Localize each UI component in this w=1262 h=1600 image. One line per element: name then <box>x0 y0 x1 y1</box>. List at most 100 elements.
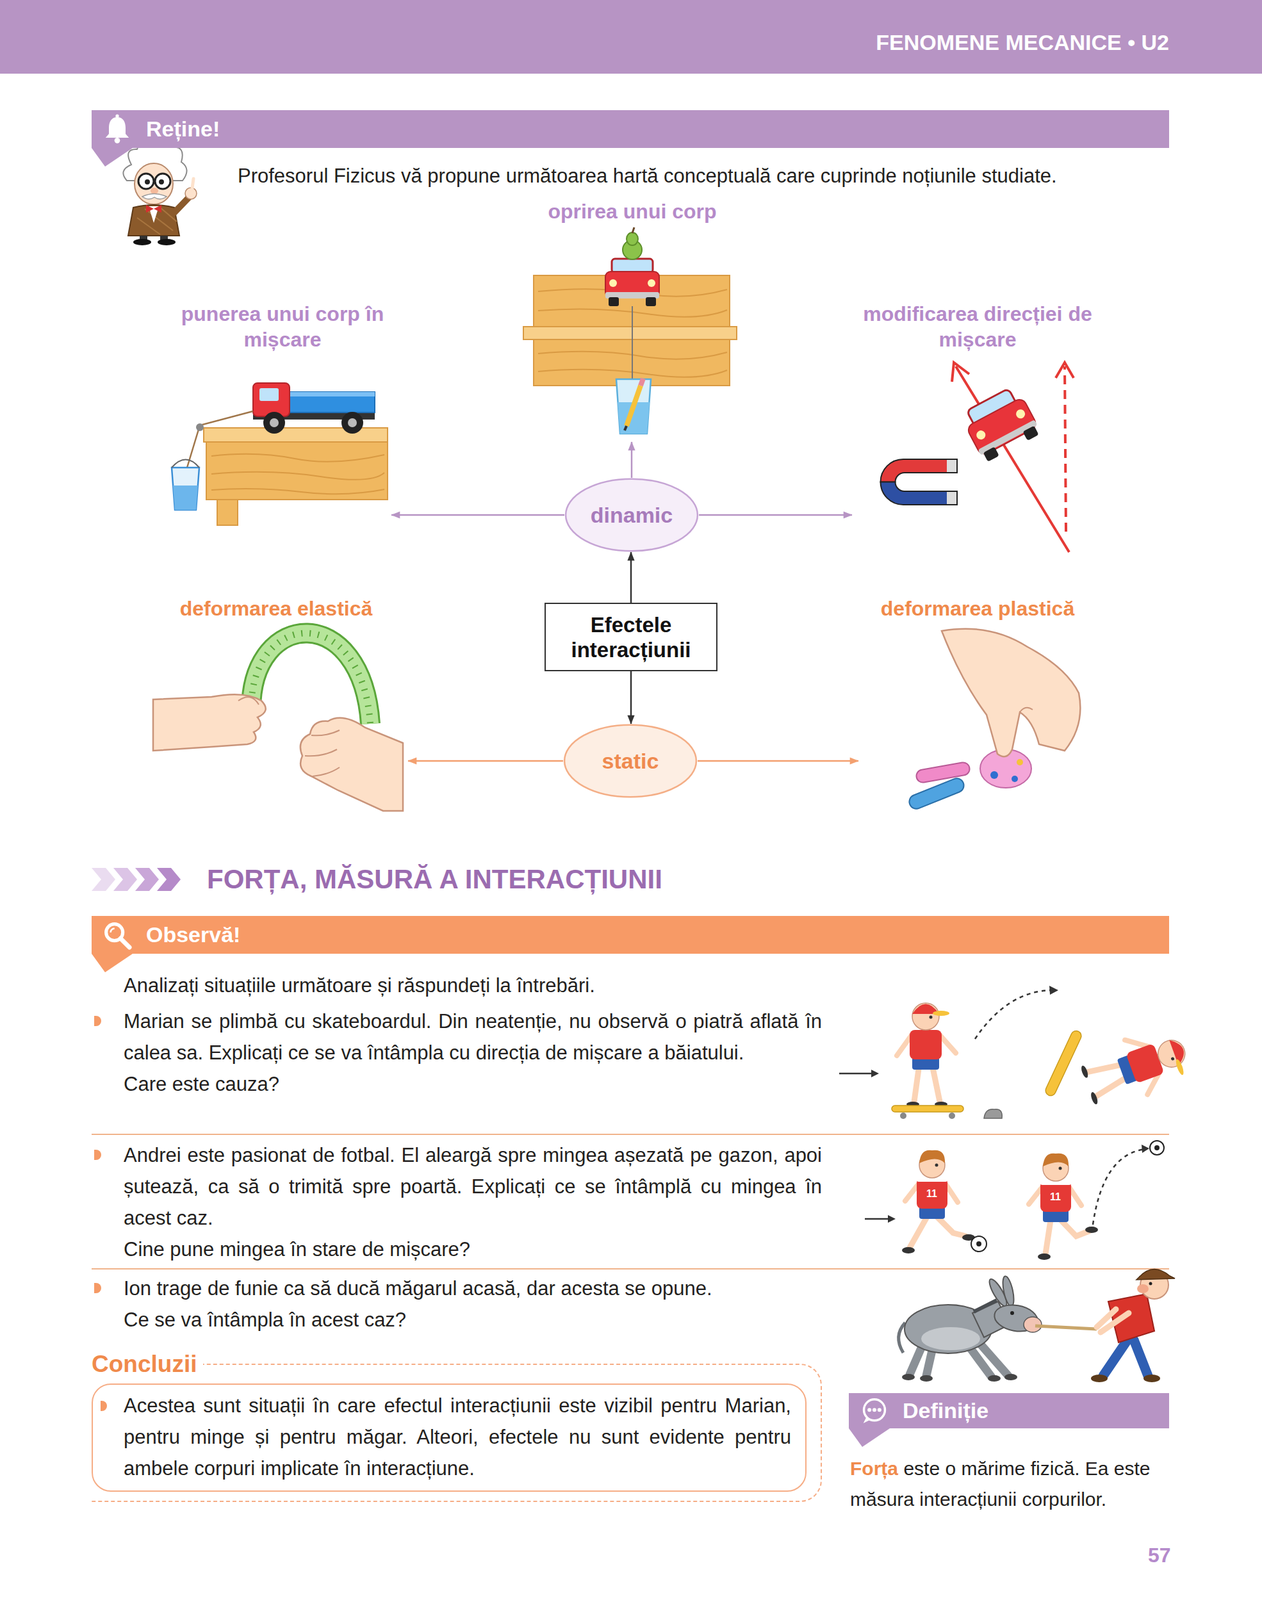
effect-caption: oprirea unui corp <box>512 198 753 225</box>
professor-figure <box>133 238 152 246</box>
ruler-hands <box>153 694 266 751</box>
professor-figure <box>192 178 194 189</box>
category-label: static <box>602 748 660 774</box>
effect-caption: modificarea direcției de mișcare <box>852 301 1104 353</box>
football-scene <box>864 1140 1164 1261</box>
text-group: Forțaeste o mărime fizică. Ea este măsur… <box>850 1453 1197 1516</box>
question-text: Care este cauza? <box>123 1068 822 1100</box>
situation-text: Ion trage de funie ca să ducă măgarul ac… <box>123 1272 822 1305</box>
football-scene <box>1149 1140 1164 1156</box>
category-ellipse: static <box>563 723 698 799</box>
hand-clay-chalk <box>1011 775 1018 783</box>
category-label: dinamic <box>590 502 673 528</box>
table-car-glass <box>647 279 656 287</box>
band-notches <box>848 1428 890 1448</box>
donkey-scene <box>921 1327 981 1351</box>
farmer-rope <box>1136 1269 1175 1280</box>
skateboard-scene <box>1044 1029 1084 1098</box>
table-truck-bucket <box>211 454 385 494</box>
magnet-car-paths <box>880 482 958 506</box>
farmer-rope <box>1035 1269 1175 1383</box>
band-notches <box>91 147 133 167</box>
professor-figure <box>144 179 150 185</box>
donkey-scene <box>987 1375 1001 1382</box>
football-scene <box>1154 1145 1160 1151</box>
connector-arrow <box>391 514 565 517</box>
ruler-hands <box>238 696 259 705</box>
jersey-number: 11 <box>926 1188 938 1200</box>
section-heading: FORȚA, MĂSURĂ A INTERACȚIUNII <box>206 863 1104 896</box>
situation-text: Marian se plimbă cu skateboardul. Din ne… <box>123 1005 822 1069</box>
magnet-car-paths <box>1022 426 1039 442</box>
band-icon <box>857 1394 892 1428</box>
concept-section-decor <box>113 868 138 892</box>
farmer-rope <box>1103 1340 1128 1377</box>
farmer-rope <box>1090 1374 1108 1383</box>
question-text: Cine pune mingea în stare de mișcare? <box>123 1233 822 1266</box>
concept-section-decor <box>91 868 116 892</box>
band-icon <box>106 923 130 947</box>
band-icon <box>100 112 134 147</box>
band-title: Observă! <box>146 921 241 949</box>
table-car-glass <box>632 227 635 234</box>
magnet-car-paths <box>880 362 1075 553</box>
ruler-hands <box>153 632 403 812</box>
football-scene <box>976 1241 982 1247</box>
magnet-car-paths <box>946 459 957 473</box>
skateboard-scene <box>983 1109 1002 1119</box>
band-notches <box>91 147 890 1448</box>
professor-figure <box>138 173 154 189</box>
connector-arrow <box>697 760 859 763</box>
table-car-glass <box>611 258 653 273</box>
professor-figure <box>155 173 171 189</box>
hand-clay-chalk <box>907 776 967 812</box>
football-scene <box>1141 1144 1150 1154</box>
table-car-glass <box>626 385 641 427</box>
skateboard-scene <box>839 985 1195 1120</box>
table-truck-bucket <box>217 499 238 526</box>
band-icon <box>105 114 129 143</box>
football-scene <box>937 1217 967 1237</box>
unit-title: FENOMENE MECANICE • U2 <box>875 29 1170 56</box>
table-truck-bucket <box>196 423 204 432</box>
observe-band: Observă! <box>91 916 1170 954</box>
donkey-scene <box>1004 1374 1018 1381</box>
situation-text: Andrei este pasionat de fotbal. El alear… <box>123 1139 822 1234</box>
connector-arrow <box>630 552 633 603</box>
football-scene <box>971 1236 987 1252</box>
football-scene <box>887 1215 896 1223</box>
table-truck-bucket <box>187 411 254 468</box>
table-truck-bucket <box>259 388 279 402</box>
bullets-and-dividers <box>94 1149 102 1161</box>
table-truck-bucket <box>171 459 200 469</box>
skateboard-scene <box>839 1073 876 1075</box>
band-icon <box>100 918 134 952</box>
table-truck-bucket <box>263 411 286 434</box>
category-ellipse: dinamic <box>564 477 699 553</box>
central-box: Efectele interacțiunii <box>544 602 718 672</box>
magnet-car-paths <box>951 362 970 382</box>
effect-illustration: punerea unui corp în mișcare <box>173 297 392 532</box>
concept-section-decor <box>91 868 181 892</box>
skateboard-scene <box>948 1112 956 1120</box>
connectors <box>391 442 859 762</box>
page-number: 57 <box>1147 1542 1172 1569</box>
bullets-and-dividers <box>91 1133 1170 1136</box>
bullets-and-dividers <box>91 1268 1170 1270</box>
effect-illustration: modificarea direcției de mișcare <box>852 297 1104 561</box>
hand-clay-chalk <box>915 761 971 784</box>
donkey-scene <box>909 1345 923 1375</box>
table-car-glass <box>645 297 656 307</box>
farmer-rope <box>1137 1284 1149 1294</box>
magnet-car-paths <box>1055 362 1074 378</box>
professor-figure <box>174 197 189 213</box>
table-truck-bucket <box>341 411 364 434</box>
question-text: Ce se va întâmpla în acest caz? <box>123 1304 822 1336</box>
professor-figure <box>128 204 180 236</box>
skateboard-scene <box>871 1069 879 1078</box>
ellipse-outline <box>565 479 698 552</box>
conclusion-text: Acestea sunt situații în care efectul in… <box>91 1383 807 1492</box>
football-scene <box>1045 1220 1051 1255</box>
football-scene <box>1037 1253 1051 1261</box>
